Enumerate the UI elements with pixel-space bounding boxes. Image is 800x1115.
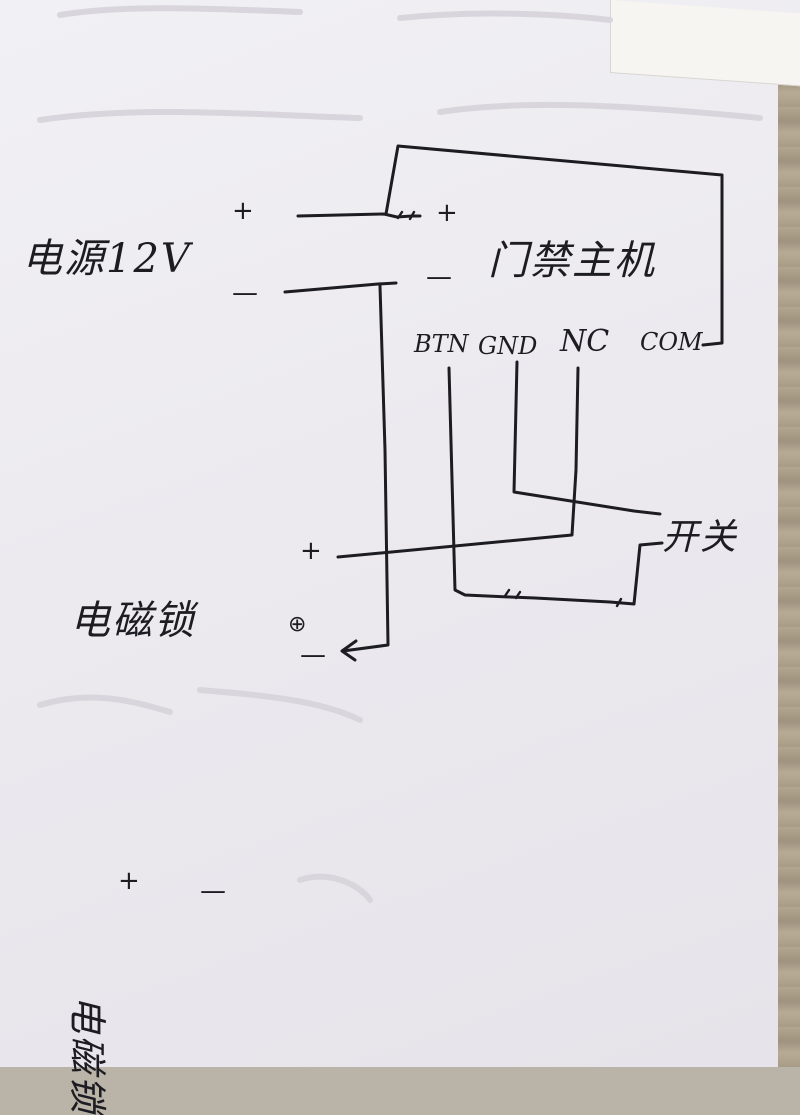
wire-power-positive <box>296 212 422 219</box>
lock-label: 电磁锁 <box>70 598 196 644</box>
bleed-through-marks <box>37 5 763 903</box>
power-supply-minus: — <box>232 278 258 308</box>
bottom-minus: — <box>200 876 226 906</box>
controller-minus: — <box>426 262 452 292</box>
bottom-plus: + <box>118 866 140 896</box>
terminal-gnd: GND <box>478 332 538 360</box>
wiring-diagram <box>37 5 763 903</box>
wire-gnd-to-switch <box>512 360 662 516</box>
wire-power-negative <box>283 281 398 294</box>
wire-com-loop <box>384 144 724 347</box>
lock-minus: — <box>300 640 326 670</box>
terminal-com: COM <box>640 328 703 356</box>
power-supply-label: 电源12V <box>22 236 192 282</box>
terminal-btn: BTN <box>414 330 469 358</box>
controller-plus: + <box>436 198 458 228</box>
wire-lock-negative <box>341 284 390 653</box>
switch-label: 开关 <box>662 517 739 558</box>
lock-plus: + <box>300 536 322 566</box>
paper-sheet <box>0 0 800 1067</box>
wire-btn-to-switch <box>447 366 664 606</box>
lock-scribble: ⊕ <box>288 612 307 637</box>
wood-table-edge <box>778 80 800 1067</box>
terminal-nc: NC <box>560 324 610 359</box>
bottom-rotated-label: 电磁锁 <box>65 995 109 1115</box>
wire-ticks <box>396 210 623 608</box>
power-supply-plus: + <box>232 196 254 226</box>
controller-label: 门禁主机 <box>488 238 656 284</box>
arrow-lock-negative <box>340 639 358 662</box>
wire-nc-to-lock <box>336 366 580 559</box>
